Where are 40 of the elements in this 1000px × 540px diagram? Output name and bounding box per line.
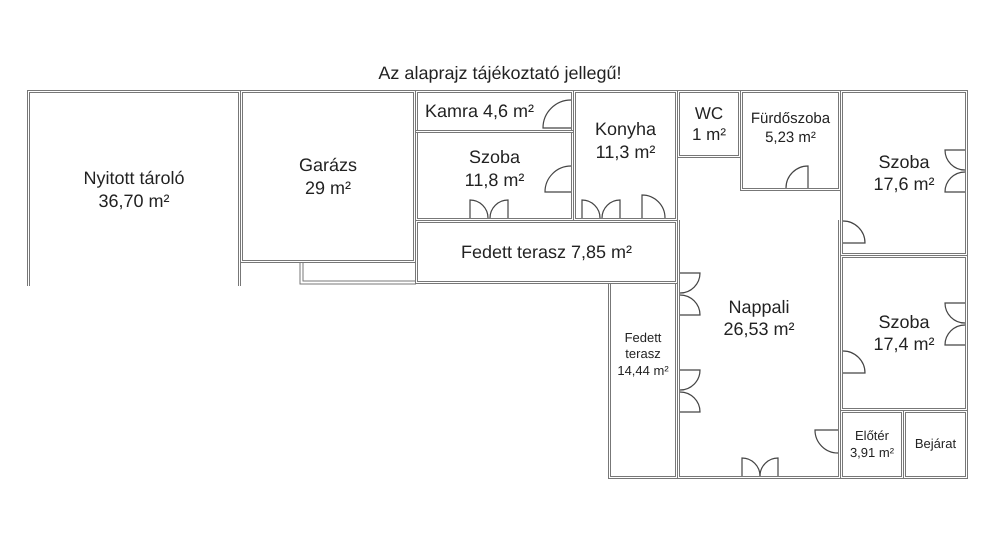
room-label: 11,3 m²	[596, 140, 656, 163]
room-label: Fürdőszoba	[750, 110, 830, 128]
room-label: 29 m²	[304, 176, 351, 199]
room-label: Szoba	[878, 150, 930, 173]
room-label: 36,70 m²	[98, 190, 170, 212]
room-label: 17,6 m²	[873, 173, 935, 196]
room-label: 14,44 m²	[617, 362, 669, 379]
room-label: Szoba	[878, 310, 930, 333]
room	[27, 90, 241, 286]
room-label: Konyha	[594, 118, 656, 140]
room-label: Szoba	[468, 146, 520, 168]
room	[677, 90, 741, 158]
room	[677, 220, 841, 479]
room	[608, 283, 678, 479]
room	[840, 410, 904, 479]
room-label: Fedett terasz 7,85 m²	[460, 240, 632, 264]
room	[573, 90, 678, 221]
room-label: Nappali	[728, 296, 790, 318]
room-label: 1 m²	[692, 124, 726, 146]
room	[903, 410, 968, 479]
room-label: Garázs	[298, 154, 358, 176]
room	[415, 130, 574, 221]
room	[840, 90, 968, 256]
room-label: 26,53 m²	[723, 318, 795, 340]
title: Az alaprajz tájékoztató jellegű!	[377, 62, 623, 85]
room	[840, 255, 968, 411]
room	[240, 90, 416, 263]
room-label: 3,91 m²	[850, 444, 894, 461]
room-label: Nyitott tároló	[83, 167, 185, 190]
room	[740, 90, 841, 191]
room-label: 17,4 m²	[873, 333, 935, 356]
room	[415, 90, 574, 133]
room-label: Fedett terasz	[624, 330, 662, 363]
room-label: WC	[694, 102, 724, 124]
room-label: 5,23 m²	[765, 128, 816, 148]
room-label: Bejárat	[914, 436, 956, 453]
room-label: Kamra 4,6 m²	[424, 100, 534, 123]
room	[415, 220, 678, 284]
room-label: 11,8 m²	[464, 168, 524, 191]
room-label: Előtér	[855, 428, 889, 444]
